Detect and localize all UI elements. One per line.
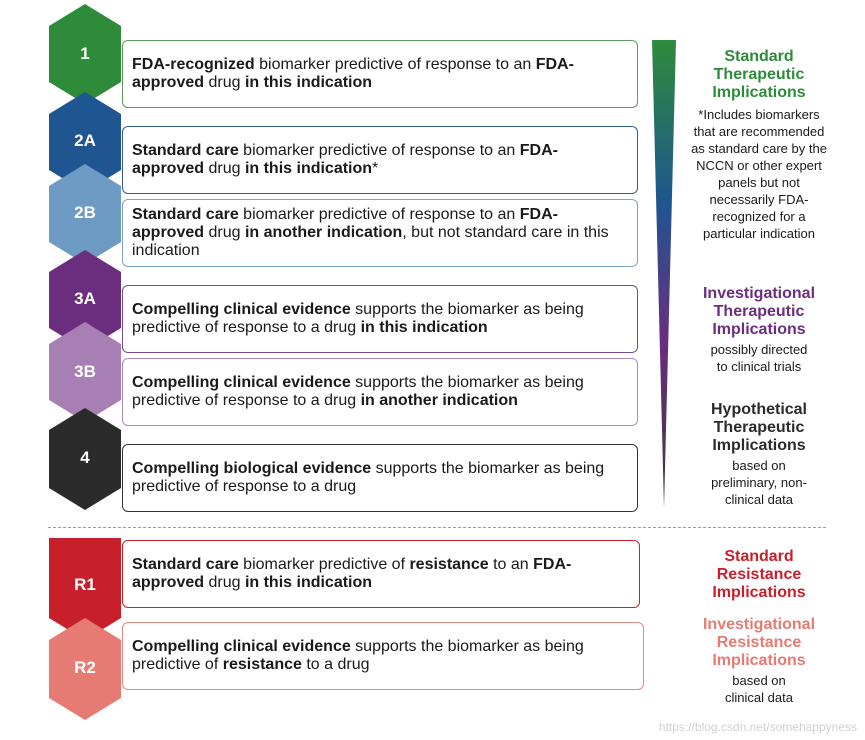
chevron-r2 xyxy=(49,618,121,720)
level-box-1: FDA-recognized biomarker predictive of r… xyxy=(122,40,638,108)
level-description-r2: Compelling clinical evidence supports th… xyxy=(132,638,584,673)
level-description-4: Compelling biological evidence supports … xyxy=(132,460,605,495)
investigational-resistance-note: based on clinical data xyxy=(725,673,793,705)
level-badge-1: 1 xyxy=(80,44,90,63)
level-description-3a: Compelling clinical evidence supports th… xyxy=(132,301,584,336)
chevron-1 xyxy=(49,4,121,104)
level-description-1: FDA-recognized biomarker predictive of r… xyxy=(132,56,574,91)
investigational-resistance-implications: Investigational Resistance Implications … xyxy=(659,616,859,706)
chevron-3b xyxy=(49,322,121,422)
investigational-resistance-title: Investigational Resistance Implications xyxy=(702,616,816,669)
level-box-r2: Compelling clinical evidence supports th… xyxy=(122,622,644,690)
level-badge-2b: 2B xyxy=(74,203,96,222)
level-badge-3b: 3B xyxy=(74,362,96,381)
chevron-4 xyxy=(49,408,121,510)
level-badge-r2: R2 xyxy=(74,658,96,677)
level-badge-4: 4 xyxy=(80,448,90,467)
level-box-r1: Standard care biomarker predictive of re… xyxy=(122,540,640,608)
level-badge-3a: 3A xyxy=(74,289,96,308)
standard-therapeutic-note: *Includes biomarkers that are recommende… xyxy=(691,107,827,241)
standard-therapeutic-title: Standard Therapeutic Implications xyxy=(712,48,806,101)
watermark: https://blog.csdn.net/somehappyness xyxy=(658,720,857,734)
level-box-3a: Compelling clinical evidence supports th… xyxy=(122,285,638,353)
level-box-3b: Compelling clinical evidence supports th… xyxy=(122,358,638,426)
level-badge-2a: 2A xyxy=(74,131,96,150)
standard-therapeutic-implications: Standard Therapeutic Implications *Inclu… xyxy=(659,48,859,242)
standard-resistance-title: Standard Resistance Implications xyxy=(712,548,806,601)
level-description-3b: Compelling clinical evidence supports th… xyxy=(132,374,584,409)
hypothetical-therapeutic-note: based on preliminary, non-clinical data xyxy=(711,458,807,507)
chevron-2a xyxy=(49,92,121,192)
level-description-r1: Standard care biomarker predictive of re… xyxy=(132,556,572,591)
investigational-therapeutic-note: possibly directed to clinical trials xyxy=(710,342,808,374)
level-badge-r1: R1 xyxy=(74,575,96,594)
level-description-2b: Standard care biomarker predictive of re… xyxy=(132,206,609,259)
level-box-4: Compelling biological evidence supports … xyxy=(122,444,638,512)
level-box-2a: Standard care biomarker predictive of re… xyxy=(122,126,638,194)
investigational-therapeutic-implications: Investigational Therapeutic Implications… xyxy=(659,285,859,375)
evidence-gradient-wedge xyxy=(652,40,676,508)
level-description-2a: Standard care biomarker predictive of re… xyxy=(132,142,558,177)
standard-resistance-implications: Standard Resistance Implications xyxy=(659,548,859,602)
chevron-3a xyxy=(49,250,121,350)
therapeutic-resistance-divider xyxy=(48,527,826,528)
chevron-2b xyxy=(49,164,121,264)
investigational-therapeutic-title: Investigational Therapeutic Implications xyxy=(702,285,816,338)
chevron-r1 xyxy=(49,538,121,640)
hypothetical-therapeutic-title: Hypothetical Therapeutic Implications xyxy=(710,401,807,454)
hypothetical-therapeutic-implications: Hypothetical Therapeutic Implications ba… xyxy=(659,401,859,508)
level-box-2b: Standard care biomarker predictive of re… xyxy=(122,199,638,267)
